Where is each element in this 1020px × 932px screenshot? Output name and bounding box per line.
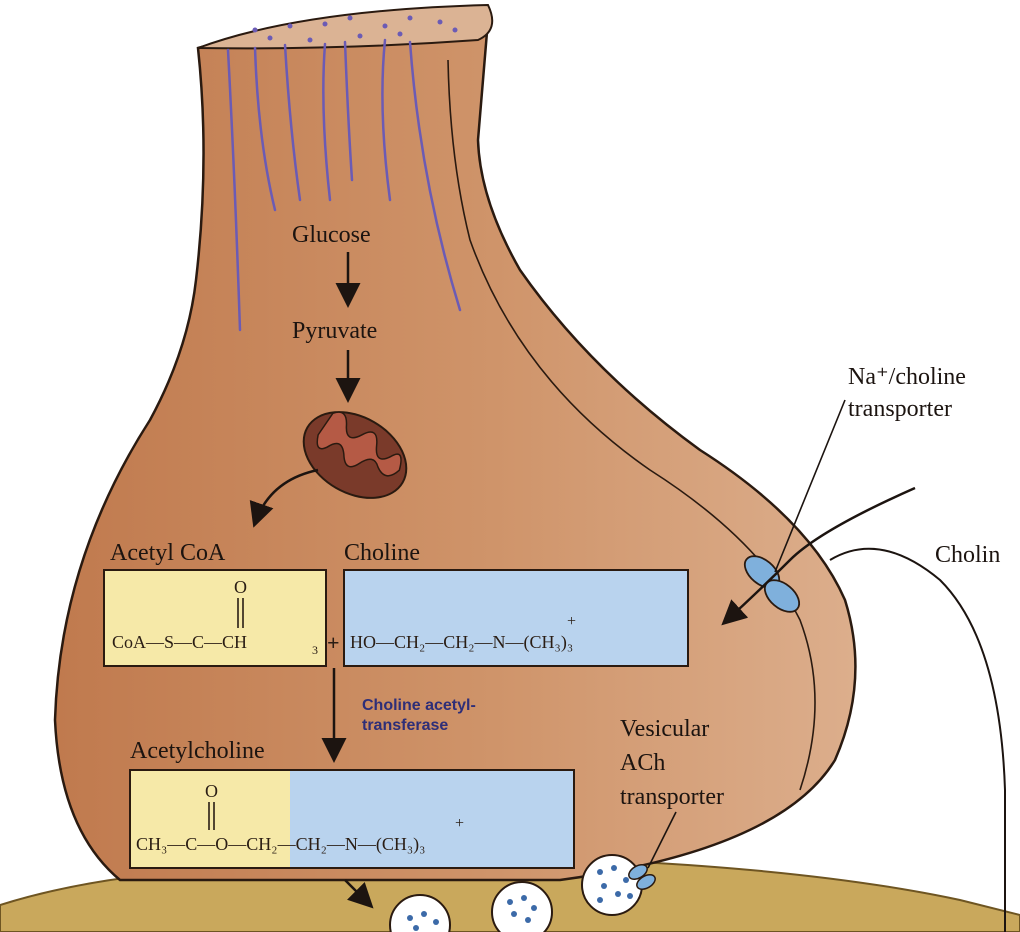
acetylcholine-box bbox=[129, 769, 575, 869]
ach-to-vesicle-arrow bbox=[344, 879, 374, 909]
choline-box bbox=[343, 569, 689, 667]
acetylcholine-label: Acetylcholine bbox=[130, 738, 265, 764]
acetyl-coa-formula: CoA—S—C—CH bbox=[112, 632, 247, 652]
choline-uptake-arrow bbox=[721, 486, 916, 626]
na-choline-label-line2: transporter bbox=[848, 396, 952, 422]
choline-structure: + HO—CH₂—CH₂—N—(CH₃)₃ bbox=[350, 613, 576, 653]
mitochondrion bbox=[302, 411, 408, 499]
vesicular-ach-transporter bbox=[628, 864, 656, 890]
cut-surface-dots bbox=[252, 15, 458, 43]
vesicular-label-line3: transporter bbox=[620, 784, 724, 810]
terminal-shading-line bbox=[447, 59, 816, 791]
vesicular-label-line2: ACh bbox=[620, 750, 665, 776]
acetylcholine-formula: CH₃—C—O—CH₂—CH₂—N—(CH₃)₃ bbox=[136, 834, 425, 855]
enzyme-label-line2: transferase bbox=[362, 717, 448, 734]
vesicle bbox=[581, 854, 643, 916]
na-choline-pointer bbox=[774, 399, 846, 573]
acetylcholine-structure: O + CH₃—C—O—CH₂—CH₂—N—(CH₃)₃ bbox=[136, 781, 464, 855]
acetyl-coa-structure: O CoA—S—C—CH 3 bbox=[112, 577, 318, 657]
choline-label: Choline bbox=[344, 540, 420, 566]
outside-choline-label: Cholin bbox=[935, 542, 1000, 568]
choline-charge: + bbox=[567, 613, 576, 630]
plus-sign: + bbox=[327, 630, 340, 655]
vesicle bbox=[491, 881, 553, 932]
microtubules bbox=[226, 38, 462, 332]
vesicular-label-line1: Vesicular bbox=[620, 716, 709, 742]
na-choline-label-line1: Na⁺/choline bbox=[848, 364, 966, 390]
acetyl-coa-label: Acetyl CoA bbox=[110, 540, 226, 566]
choline-recycle-path bbox=[829, 547, 1006, 932]
acetyl-coa-box bbox=[103, 569, 327, 667]
acetylcholine-box-choline-part bbox=[290, 770, 574, 868]
choline-formula: HO—CH₂—CH₂—N—(CH₃)₃ bbox=[350, 632, 573, 653]
acetyl-coa-oxygen: O bbox=[234, 577, 247, 597]
acetyl-coa-subscript: 3 bbox=[312, 643, 318, 657]
glucose-label: Glucose bbox=[292, 222, 371, 248]
acetylcholine-charge: + bbox=[455, 815, 464, 832]
vesicular-transporter-pointer bbox=[647, 811, 677, 869]
mitochondrion-to-acetylcoa-arrow bbox=[249, 468, 319, 528]
acetylcholine-box-acetyl-part bbox=[130, 770, 290, 868]
synaptic-vesicles bbox=[389, 854, 643, 932]
acetylcholine-oxygen: O bbox=[205, 781, 218, 801]
pyruvate-label: Pyruvate bbox=[292, 318, 377, 344]
enzyme-label-line1: Choline acetyl- bbox=[362, 697, 476, 714]
